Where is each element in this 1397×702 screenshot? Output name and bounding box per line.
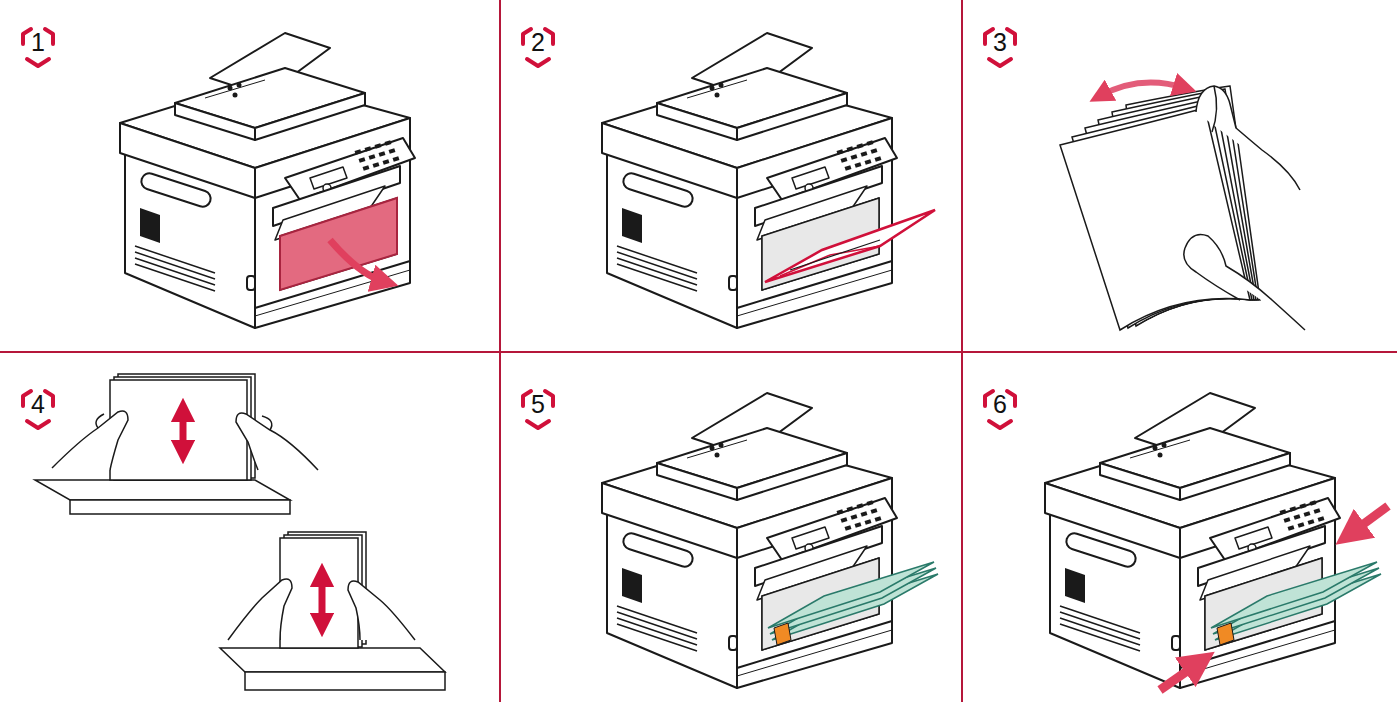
paper-tapping [35, 374, 445, 690]
printer-illustration [120, 33, 415, 328]
callout-number: 3 [980, 26, 1020, 58]
printer-illustration [602, 393, 938, 688]
paper-fanning [1060, 83, 1305, 330]
callout-number: 1 [18, 26, 58, 58]
callout-number: 4 [18, 388, 58, 420]
printer-illustration [1045, 393, 1388, 690]
callout-number: 6 [980, 388, 1020, 420]
callout-number: 5 [518, 388, 558, 420]
printer-illustration [602, 33, 935, 328]
callout-number: 2 [518, 26, 558, 58]
